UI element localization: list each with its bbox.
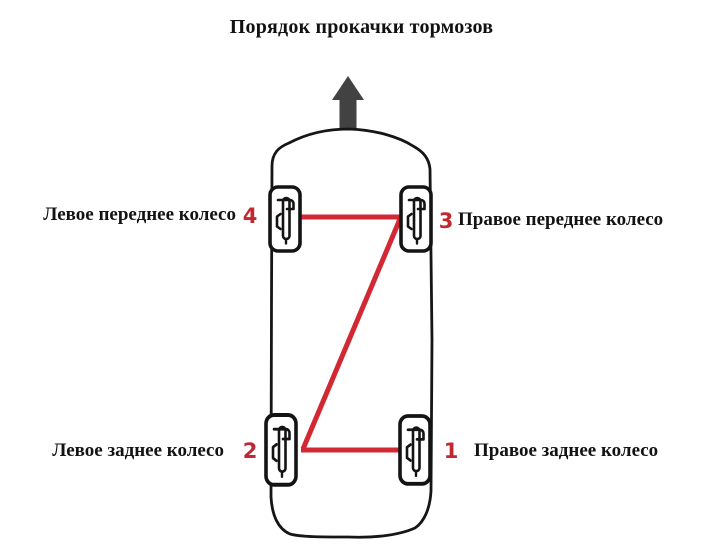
label-front-left-wheel: Левое переднее колесо [43,204,236,225]
sequence-number-1: 1 [443,439,459,463]
sequence-number-4: 4 [242,204,258,228]
wheel-icon-front-right [399,185,433,253]
wheel-icon-front-left [268,185,302,253]
wheel-icon-rear-left [264,413,298,487]
sequence-number-3: 3 [438,209,454,233]
label-rear-left-wheel: Левое заднее колесо [52,440,224,461]
bleed-sequence-path [296,214,403,453]
wheel-icon-rear-right [398,414,432,486]
sequence-number-2: 2 [242,439,258,463]
page-title: Порядок прокачки тормозов [229,16,494,38]
label-rear-right-wheel: Правое заднее колесо [474,440,659,461]
label-front-right-wheel: Правое переднее колесо [458,209,664,230]
sequence-line-diagonal [300,218,403,450]
forward-direction-arrow-icon [332,76,364,131]
